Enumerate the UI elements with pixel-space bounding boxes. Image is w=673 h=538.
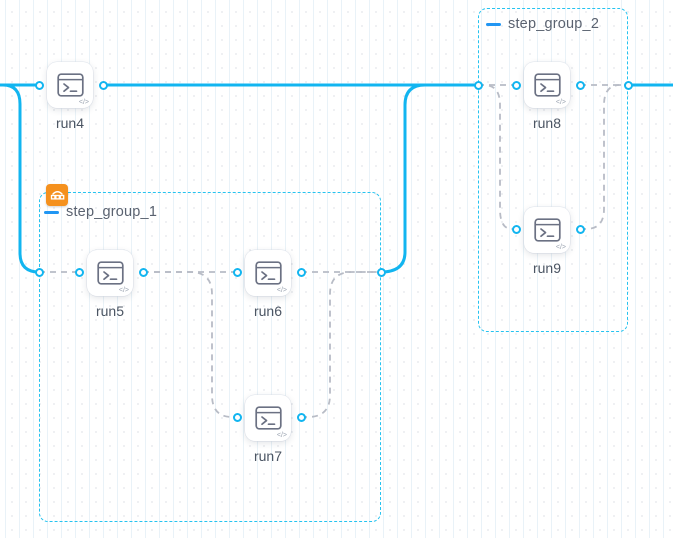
group2-output[interactable] — [623, 80, 633, 90]
edge-left-branch-to-group1 — [0, 83, 40, 274]
node-label: run8 — [532, 115, 562, 131]
node-run8[interactable]: </> run8 — [524, 62, 570, 131]
code-badge: </> — [555, 99, 566, 106]
node-card[interactable]: </> — [47, 62, 93, 108]
edge-run5-to-run7 — [143, 271, 237, 418]
node-run7[interactable]: </> run7 — [245, 395, 291, 464]
group-box-step-group-2[interactable] — [478, 8, 628, 332]
node-run9[interactable]: </> run9 — [524, 207, 570, 276]
group2-input[interactable] — [473, 80, 483, 90]
group-box-step-group-1[interactable] — [39, 192, 381, 522]
node-label: run5 — [95, 303, 125, 319]
group1-output[interactable] — [376, 267, 386, 277]
run4-output[interactable] — [98, 80, 108, 90]
minus-dash-icon[interactable] — [486, 22, 501, 26]
node-card[interactable]: </> — [524, 62, 570, 108]
code-badge: </> — [78, 99, 89, 106]
run4-input[interactable] — [34, 80, 44, 90]
node-run5[interactable]: </> run5 — [87, 250, 133, 319]
run5-output[interactable] — [138, 267, 148, 277]
edge-group1-to-main — [380, 83, 426, 274]
node-card[interactable]: </> — [87, 250, 133, 296]
terminal-icon — [533, 218, 561, 242]
node-label: run6 — [253, 303, 283, 319]
group-header-step-group-2[interactable]: step_group_2 — [486, 16, 599, 32]
run6-output[interactable] — [296, 267, 306, 277]
node-card[interactable]: </> — [245, 250, 291, 296]
run7-input[interactable] — [232, 412, 242, 422]
run9-output[interactable] — [575, 224, 585, 234]
edge-run7-to-group1out — [301, 271, 381, 418]
run5-input[interactable] — [74, 267, 84, 277]
code-badge: </> — [555, 244, 566, 251]
run8-input[interactable] — [511, 80, 521, 90]
node-label: run7 — [253, 448, 283, 464]
terminal-icon — [254, 406, 282, 430]
node-label: run4 — [55, 115, 85, 131]
terminal-icon — [533, 73, 561, 97]
group-cluster-icon — [46, 184, 68, 206]
terminal-icon — [96, 261, 124, 285]
group-label: step_group_2 — [508, 16, 600, 32]
code-badge: </> — [118, 287, 129, 294]
group1-input[interactable] — [34, 267, 44, 277]
node-card[interactable]: </> — [245, 395, 291, 441]
code-badge: </> — [276, 432, 287, 439]
node-run4[interactable]: </> run4 — [47, 62, 93, 131]
run6-input[interactable] — [232, 267, 242, 277]
run7-output[interactable] — [296, 412, 306, 422]
terminal-icon — [56, 73, 84, 97]
edge-group2in-to-run9 — [478, 84, 516, 230]
node-label: run9 — [532, 260, 562, 276]
node-run6[interactable]: </> run6 — [245, 250, 291, 319]
group-label: step_group_1 — [66, 204, 158, 220]
run8-output[interactable] — [575, 80, 585, 90]
run9-input[interactable] — [511, 224, 521, 234]
terminal-icon — [254, 261, 282, 285]
minus-dash-icon[interactable] — [44, 210, 59, 214]
group-header-step-group-1[interactable]: step_group_1 — [44, 204, 157, 220]
edge-run9-to-group2out — [580, 84, 628, 230]
node-card[interactable]: </> — [524, 207, 570, 253]
code-badge: </> — [276, 287, 287, 294]
